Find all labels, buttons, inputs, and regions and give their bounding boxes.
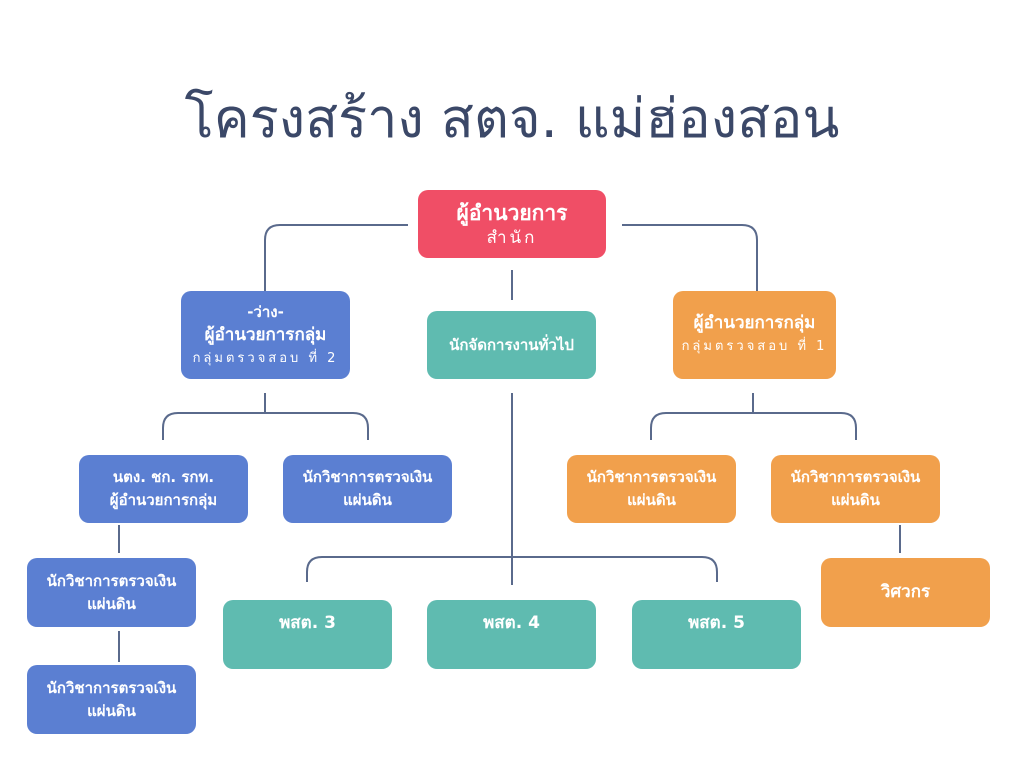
auditor-box[interactable]: นักวิชาการตรวจเงิน แผ่นดิน — [283, 455, 452, 523]
group2-name: กลุ่มตรวจสอบ ที่ 2 — [192, 350, 339, 366]
engineer-label: วิศวกร — [880, 582, 931, 602]
province-box-5[interactable]: พสต. 5 — [632, 600, 801, 669]
connector — [306, 556, 718, 582]
left-sub-director-box[interactable]: นตง. ชก. รกท. ผู้อำนวยการกลุ่ม — [79, 455, 248, 523]
connector — [264, 224, 408, 291]
auditor-line1: นักวิชาการตรวจเงิน — [46, 678, 177, 697]
page-title: โครงสร้าง สตจ. แม่ฮ่องสอน — [184, 87, 840, 150]
director-title: ผู้อำนวยการ — [456, 200, 568, 225]
vacant-label: -ว่าง- — [247, 302, 284, 321]
connector — [162, 412, 369, 440]
general-admin-label: นักจัดการงานทั่วไป — [449, 335, 574, 354]
group2-box[interactable]: -ว่าง- ผู้อำนวยการกลุ่ม กลุ่มตรวจสอบ ที่… — [181, 291, 350, 379]
province-label: พสต. 5 — [688, 613, 745, 633]
group1-name: กลุ่มตรวจสอบ ที่ 1 — [681, 339, 828, 354]
auditor-line2: แผ่นดิน — [831, 491, 880, 509]
group2-title: ผู้อำนวยการกลุ่ม — [204, 324, 327, 345]
director-box[interactable]: ผู้อำนวยการ สำนัก — [418, 190, 606, 258]
director-office: สำนัก — [486, 227, 538, 248]
province-label: พสต. 4 — [483, 613, 540, 633]
auditor-line2: แผ่นดิน — [87, 594, 136, 613]
auditor-line2: แผ่นดิน — [627, 491, 676, 509]
auditor-box[interactable]: นักวิชาการตรวจเงิน แผ่นดิน — [567, 455, 736, 523]
auditor-line1: นักวิชาการตรวจเงิน — [586, 468, 717, 486]
connector — [622, 224, 758, 298]
auditor-line2: แผ่นดิน — [343, 491, 392, 509]
engineer-box[interactable]: วิศวกร — [821, 558, 990, 627]
left-sub-line2: ผู้อำนวยการกลุ่ม — [109, 491, 218, 509]
auditor-box[interactable]: นักวิชาการตรวจเงิน แผ่นดิน — [27, 665, 196, 734]
group1-box[interactable]: ผู้อำนวยการกลุ่ม กลุ่มตรวจสอบ ที่ 1 — [673, 291, 836, 379]
auditor-line1: นักวิชาการตรวจเงิน — [46, 571, 177, 590]
left-sub-line1: นตง. ชก. รกท. — [112, 468, 215, 486]
general-admin-box[interactable]: นักจัดการงานทั่วไป — [427, 311, 596, 379]
auditor-line2: แผ่นดิน — [87, 701, 136, 720]
province-box-3[interactable]: พสต. 3 — [223, 600, 392, 669]
auditor-box[interactable]: นักวิชาการตรวจเงิน แผ่นดิน — [27, 558, 196, 627]
province-label: พสต. 3 — [279, 613, 336, 633]
auditor-box[interactable]: นักวิชาการตรวจเงิน แผ่นดิน — [771, 455, 940, 523]
connector — [650, 412, 857, 440]
auditor-line1: นักวิชาการตรวจเงิน — [790, 468, 921, 486]
province-box-4[interactable]: พสต. 4 — [427, 600, 596, 669]
group1-title: ผู้อำนวยการกลุ่ม — [693, 313, 816, 333]
auditor-line1: นักวิชาการตรวจเงิน — [302, 468, 433, 486]
